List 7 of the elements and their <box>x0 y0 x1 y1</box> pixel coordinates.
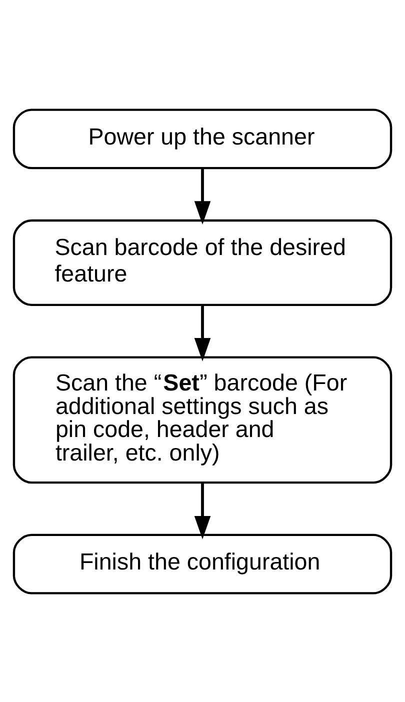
node-box: Scan the “Set” barcode (For additional settings such as pin code, header and trailer, etc. only) <box>12 356 392 484</box>
arrow <box>194 482 211 539</box>
node-box: Power up the scanner <box>12 108 392 169</box>
node-box: Scan barcode of the desired feature <box>12 218 392 306</box>
arrow <box>194 304 211 361</box>
node-box: Finish the configuration <box>12 533 392 594</box>
arrow <box>194 168 211 224</box>
